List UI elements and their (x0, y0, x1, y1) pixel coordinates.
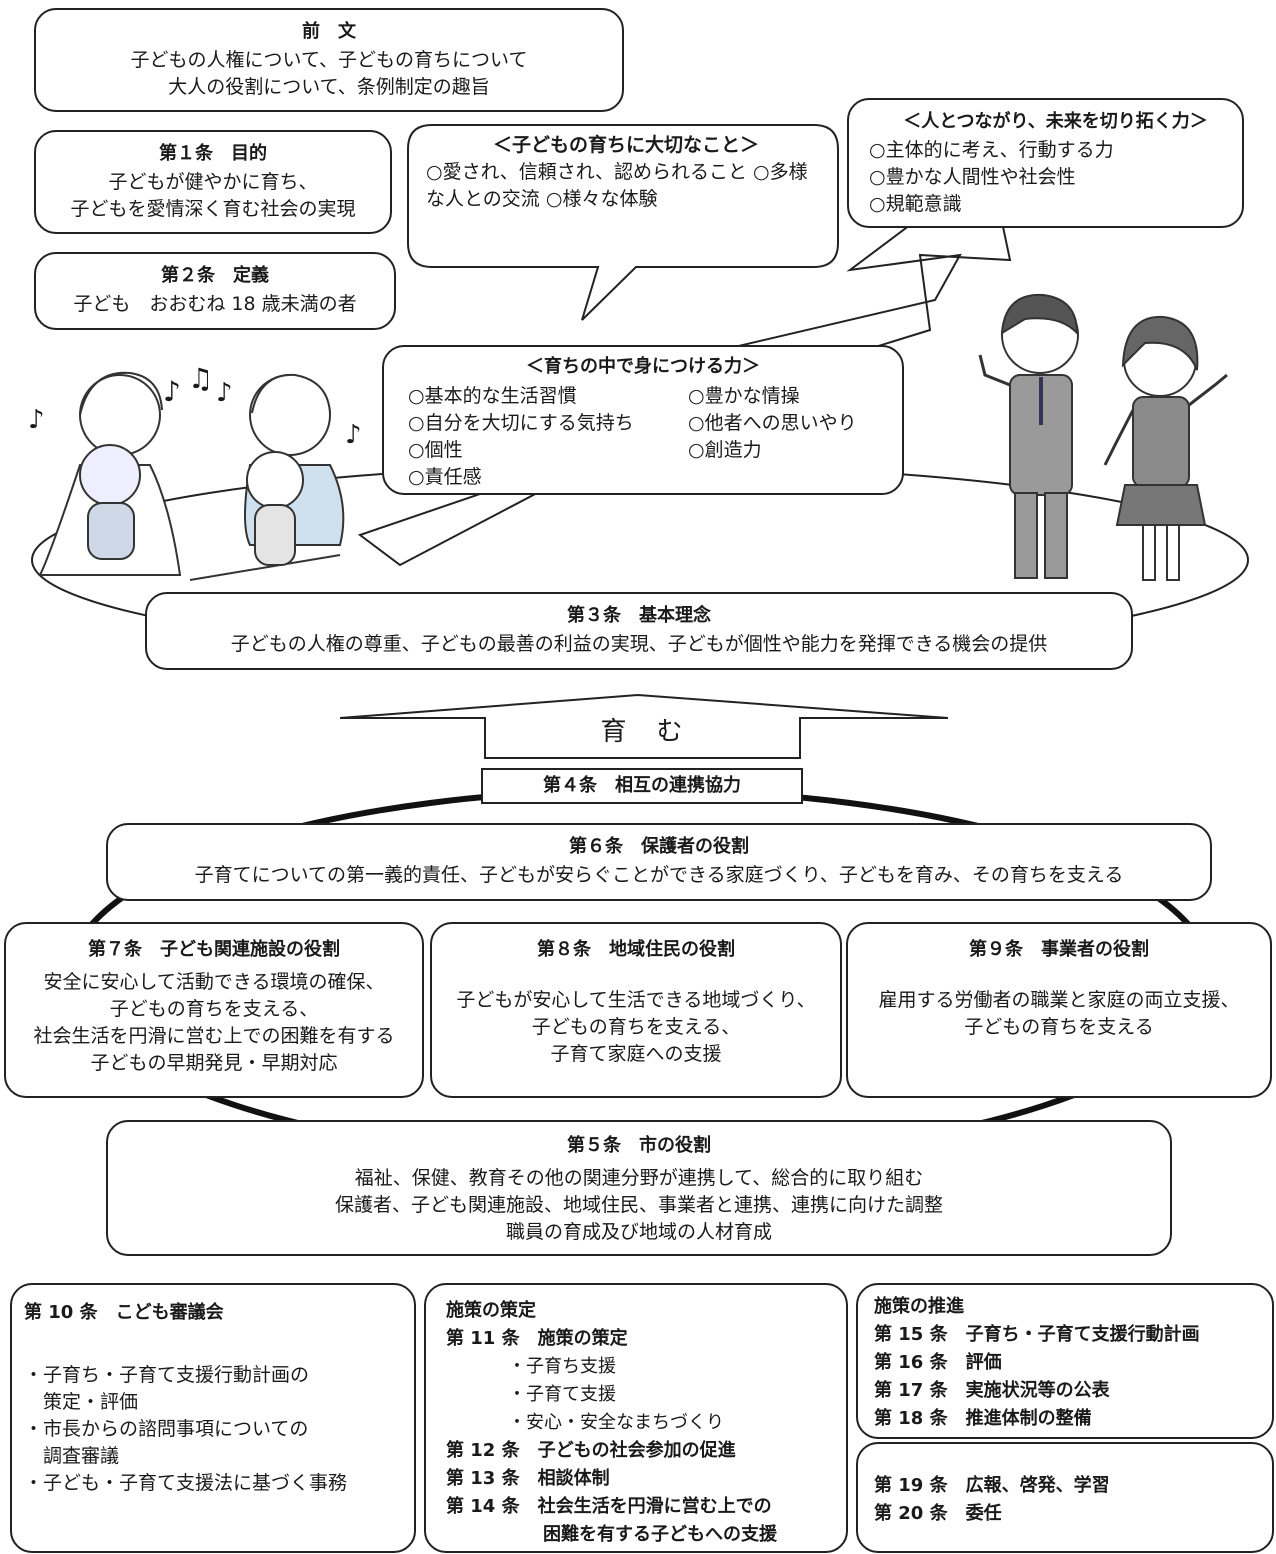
policy-making-heading: 施策の策定 (446, 1300, 536, 1321)
article-3-title: 第３条 基本理念 (567, 605, 711, 626)
growth-box: ＜育ちの中で身につける力＞ ○基本的な生活習慣 ○自分を大切にする気持ち ○個性… (382, 345, 904, 495)
nurture-arrow (339, 693, 949, 759)
article-11-sub: ・安心・安全なまちづくり (508, 1412, 724, 1433)
article-10-item: 調査審議 (24, 1445, 120, 1467)
future-item: ○豊かな人間性や社会性 (869, 166, 1076, 188)
article-6-box: 第６条 保護者の役割 子育てについての第一義的責任、子どもが安らぐことができる家… (106, 823, 1212, 901)
policy-promotion-box: 施策の推進 第 15 条 子育ち・子育て支援行動計画 第 16 条 評価 第 1… (856, 1283, 1274, 1439)
article-7-line: 子どもの育ちを支える、 (109, 998, 319, 1020)
article-6-title: 第６条 保護者の役割 (569, 836, 749, 857)
important-item: ○様々な体験 (545, 188, 658, 210)
article-6-line: 子育てについての第一義的責任、子どもが安らぐことができる家庭づくり、子どもを育み… (194, 864, 1124, 886)
article-2-line: 子ども おおむね 18 歳未満の者 (73, 293, 357, 315)
preamble-box: 前 文 子どもの人権について、子どもの育ちについて 大人の役割について、条例制定… (34, 8, 624, 112)
article-10-title: 第 10 条 こども審議会 (24, 1302, 224, 1323)
article-1-line: 子どもが健やかに育ち、 (108, 171, 318, 193)
music-note-icon: ♪ (345, 420, 362, 450)
article-7-title: 第７条 子ども関連施設の役割 (88, 939, 340, 960)
article-8-box: 第８条 地域住民の役割 子どもが安心して生活できる地域づくり、 子どもの育ちを支… (430, 922, 842, 1098)
future-box: ＜人とつながり、未来を切り拓く力＞ ○主体的に考え、行動する力 ○豊かな人間性や… (847, 98, 1244, 228)
growth-item: ○創造力 (688, 439, 762, 461)
future-item: ○主体的に考え、行動する力 (869, 139, 1114, 161)
preamble-title: 前 文 (302, 21, 356, 42)
growth-title: ＜育ちの中で身につける力＞ (526, 356, 760, 377)
policy-promotion-heading: 施策の推進 (874, 1296, 964, 1317)
article-10-item: 策定・評価 (24, 1391, 139, 1413)
article-12-title: 第 12 条 子どもの社会参加の促進 (446, 1440, 736, 1461)
article-1-box: 第１条 目的 子どもが健やかに育ち、 子どもを愛情深く育む社会の実現 (34, 130, 392, 234)
parents-babies-illustration (38, 371, 345, 581)
policy-promotion-item: 第 18 条 推進体制の整備 (874, 1408, 1092, 1429)
article-14-title: 第 14 条 社会生活を円滑に営む上での (446, 1496, 772, 1517)
article-5-line: 福祉、保健、教育その他の関連分野が連携して、総合的に取り組む (354, 1167, 924, 1189)
article-7-box: 第７条 子ども関連施設の役割 安全に安心して活動できる環境の確保、 子どもの育ち… (4, 922, 424, 1098)
future-item: ○規範意識 (869, 193, 962, 215)
article-3-line: 子どもの人権の尊重、子どもの最善の利益の実現、子どもが個性や能力を発揮できる機会… (230, 633, 1048, 655)
article-13-title: 第 13 条 相談体制 (446, 1468, 610, 1489)
music-note-icon: ♪ (163, 375, 181, 408)
article-11-sub: ・子育ち支援 (508, 1356, 616, 1377)
article-8-line: 子どもが安心して生活できる地域づくり、 (456, 989, 816, 1011)
article-10-box: 第 10 条 こども審議会 ・子育ち・子育て支援行動計画の 策定・評価 ・市長か… (10, 1283, 416, 1553)
article-5-line: 保護者、子ども関連施設、地域住民、事業者と連携、連携に向けた調整 (334, 1194, 943, 1216)
growth-item: ○個性 (408, 439, 463, 461)
article-14-title-cont: 困難を有する子どもへの支援 (543, 1524, 777, 1545)
article-5-box: 第５条 市の役割 福祉、保健、教育その他の関連分野が連携して、総合的に取り組む … (106, 1120, 1172, 1256)
music-note-icon: ♫ (188, 362, 214, 395)
article-4-title: 第４条 相互の連携協力 (543, 775, 741, 796)
article-9-title: 第９条 事業者の役割 (969, 939, 1149, 960)
preamble-line: 大人の役割について、条例制定の趣旨 (168, 76, 490, 98)
growth-item: ○責任感 (408, 466, 482, 488)
article-10-item: ・子育ち・子育て支援行動計画の (24, 1364, 310, 1386)
music-note-icon: ♪ (216, 378, 233, 408)
article-9-box: 第９条 事業者の役割 雇用する労働者の職業と家庭の両立支援、 子どもの育ちを支え… (846, 922, 1272, 1098)
article-7-line: 安全に安心して活動できる環境の確保、 (43, 971, 385, 993)
growth-item: ○他者への思いやり (688, 412, 857, 434)
article-10-item: ・子ども・子育て支援法に基づく事務 (24, 1472, 348, 1494)
article-7-line: 子どもの早期発見・早期対応 (90, 1052, 338, 1074)
important-title: ＜子どもの育ちに大切なこと＞ (492, 134, 759, 156)
article-11-sub: ・子育て支援 (508, 1384, 616, 1405)
article-1-title: 第１条 目的 (159, 143, 267, 164)
growth-item: ○豊かな情操 (688, 385, 800, 407)
article-10-item: ・市長からの諮問事項についての (24, 1418, 309, 1440)
students-illustration (978, 293, 1228, 581)
article-20-title: 第 20 条 委任 (874, 1503, 1002, 1524)
important-box: ＜子どもの育ちに大切なこと＞ ○愛され、信頼され、認められること ○多様な人との… (426, 132, 826, 213)
article-5-title: 第５条 市の役割 (567, 1135, 711, 1156)
preamble-line: 子どもの人権について、子どもの育ちについて (130, 49, 528, 71)
article-8-line: 子どもの育ちを支える、 (531, 1016, 741, 1038)
policy-making-box: 施策の策定 第 11 条 施策の策定 ・子育ち支援 ・子育て支援 ・安心・安全な… (424, 1283, 848, 1553)
article-8-title: 第８条 地域住民の役割 (537, 939, 735, 960)
important-item: ○多様な人との交流 (426, 161, 808, 210)
growth-right-list: ○豊かな情操 ○他者への思いやり ○創造力 (688, 383, 857, 464)
music-note-icon: ♪ (28, 405, 45, 435)
growth-item: ○自分を大切にする気持ち (408, 412, 634, 434)
article-1-line: 子どもを愛情深く育む社会の実現 (70, 198, 356, 220)
policy-promotion-item: 第 15 条 子育ち・子育て支援行動計画 (874, 1324, 1200, 1345)
future-title: ＜人とつながり、未来を切り拓く力＞ (903, 111, 1208, 132)
important-item: ○愛され、信頼され、認められること (426, 161, 747, 183)
article-9-line: 子どもの育ちを支える (964, 1016, 1154, 1038)
policy-promotion-item: 第 17 条 実施状況等の公表 (874, 1380, 1110, 1401)
article-9-line: 雇用する労働者の職業と家庭の両立支援、 (878, 989, 1240, 1011)
growth-left-list: ○基本的な生活習慣 ○自分を大切にする気持ち ○個性 ○責任感 (408, 383, 634, 491)
article-5-line: 職員の育成及び地域の人材育成 (505, 1221, 772, 1243)
article-19-title: 第 19 条 広報、啓発、学習 (874, 1475, 1110, 1496)
policy-promotion-item: 第 16 条 評価 (874, 1352, 1002, 1373)
article-3-box: 第３条 基本理念 子どもの人権の尊重、子どもの最善の利益の実現、子どもが個性や能… (145, 592, 1133, 670)
growth-item: ○基本的な生活習慣 (408, 385, 577, 407)
article-2-box: 第２条 定義 子ども おおむね 18 歳未満の者 (34, 252, 396, 330)
article-4-box: 第４条 相互の連携協力 (481, 768, 803, 804)
misc-articles-box: 第 19 条 広報、啓発、学習 第 20 条 委任 (856, 1442, 1274, 1553)
article-8-line: 子育て家庭への支援 (550, 1043, 722, 1065)
article-7-line: 社会生活を円滑に営む上での困難を有する (33, 1025, 395, 1047)
article-2-title: 第２条 定義 (161, 265, 269, 286)
nurture-label: 育 む (600, 717, 685, 747)
article-11-title: 第 11 条 施策の策定 (446, 1328, 628, 1349)
